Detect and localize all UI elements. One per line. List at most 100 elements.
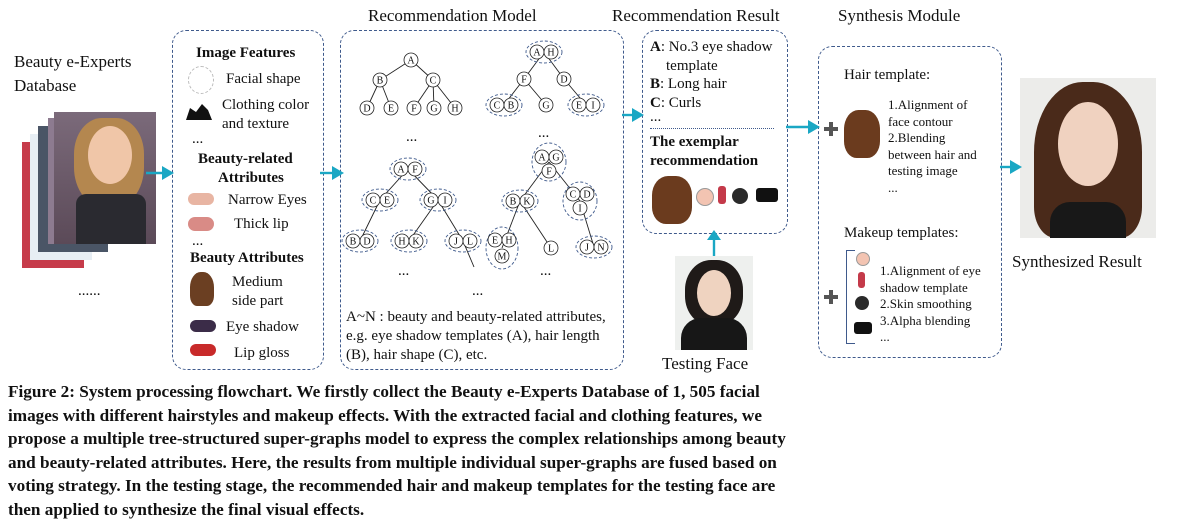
arrow-model-to-result [622, 108, 644, 122]
medium-label-line1: Medium [232, 274, 283, 290]
header-recommendation-model: Recommendation Model [368, 6, 537, 25]
image-features-heading: Image Features [196, 45, 296, 61]
clothing-icon [186, 104, 212, 120]
result-ellipsis: ... [650, 109, 662, 125]
exemplar-blush-icon [696, 188, 714, 206]
hair-icon [190, 272, 214, 306]
tree-node-label: M [498, 252, 507, 263]
tree-node [408, 233, 424, 249]
hair-template-label: Hair template: [844, 67, 931, 83]
tree-node [543, 44, 559, 60]
makeup-lipstick-icon [858, 272, 865, 288]
tree-node-label: D [583, 190, 590, 201]
model-note-line3: (B), hair shape (C), etc. [346, 347, 488, 363]
exemplar-lipstick-icon [718, 186, 726, 204]
tree-node-label: F [521, 75, 527, 86]
tree-node-label: B [508, 101, 515, 112]
narrow-eyes-icon [188, 193, 214, 205]
eye-shadow-icon [190, 320, 216, 332]
tree-node-label: I [578, 204, 581, 215]
tree-node-label: B [510, 197, 517, 208]
model-note-line1: A~N : beauty and beauty-related attribut… [346, 309, 606, 325]
synthesized-result-photo [1020, 78, 1156, 238]
synthesized-result-label: Synthesized Result [1012, 252, 1142, 271]
arrow-database-to-features [146, 166, 174, 180]
makeup-templates-label: Makeup templates: [844, 225, 959, 241]
hair-plus-icon [824, 122, 838, 136]
tree-node-label: G [427, 196, 434, 207]
eye-shadow-label: Eye shadow [226, 319, 299, 335]
caption-line5: voting strategy. In the testing stage, t… [8, 476, 776, 495]
step-item: 2.Skin smoothing [880, 296, 972, 311]
arrow-up-to-result [707, 230, 721, 256]
caption-line3: propose a multiple tree-structured super… [8, 429, 786, 448]
tree-node-label: A [407, 56, 415, 67]
step-item: 1.Alignment of eye [880, 263, 981, 278]
makeup-eyeshadow-icon [854, 322, 872, 334]
tree-node-label: K [523, 197, 531, 208]
features-ellipsis-2: ... [192, 233, 204, 249]
makeup-plus-icon [824, 290, 838, 304]
arrow-result-to-synthesis [786, 120, 820, 134]
tree-node [383, 100, 399, 116]
clothing-label-line2: and texture [222, 116, 290, 132]
lip-gloss-icon [190, 344, 216, 356]
result-b-key: B [650, 76, 661, 92]
step-item: between hair and [888, 146, 977, 162]
tree-node [406, 100, 422, 116]
result-a-text2: template [666, 58, 718, 74]
figure-caption: Figure 2: System processing flowchart. W… [8, 380, 1173, 521]
tree-node [516, 71, 532, 87]
header-recommendation-result: Recommendation Result [612, 6, 780, 25]
tree-node [556, 71, 572, 87]
tree-node-label: I [591, 101, 594, 112]
tree-node [501, 232, 517, 248]
tree-node-label: F [546, 167, 552, 178]
caption-line6: then applied to synthesize the final vis… [8, 499, 365, 519]
tree-node-label: F [411, 104, 417, 115]
tree-node [359, 100, 375, 116]
makeup-blush-icon [856, 252, 870, 266]
tree-node-label: J [585, 243, 589, 254]
result-a-key: A [650, 39, 661, 55]
tree3-ellipsis: ... [398, 263, 410, 279]
tree-node [548, 149, 564, 165]
step-item: 3.Alpha blending [880, 312, 971, 328]
tree-node [372, 72, 388, 88]
result-c-text: : Curls [660, 95, 702, 111]
tree-node [403, 52, 419, 68]
database-ellipsis: ...... [78, 283, 101, 299]
database-title-line1: Beauty e-Experts [14, 52, 132, 71]
tree-node-label: D [363, 237, 370, 248]
exemplar-line2: recommendation [650, 153, 759, 169]
lip-gloss-label: Lip gloss [234, 345, 290, 361]
tree-node-label: D [363, 104, 370, 115]
tree-node-label: C [370, 196, 377, 207]
tree-node [359, 233, 375, 249]
step-item: ... [880, 329, 890, 344]
clothing-label-line1: Clothing color [222, 97, 310, 113]
tree-node-label: E [576, 101, 582, 112]
face-shape-icon [188, 66, 214, 94]
tree-node [437, 192, 453, 208]
tree-node-label: L [548, 244, 554, 255]
tree2-ellipsis: ... [538, 125, 550, 141]
tree-node-label: A [538, 153, 546, 164]
beauty-attributes-heading: Beauty Attributes [190, 250, 304, 266]
synthesis-box [818, 46, 1002, 358]
tree-node-label: B [350, 237, 357, 248]
header-synthesis-module: Synthesis Module [838, 6, 961, 25]
medium-label-line2: side part [232, 293, 284, 309]
step-item: face contour [888, 113, 953, 129]
database-title-line2: Database [14, 76, 77, 95]
features-ellipsis-1: ... [192, 131, 204, 147]
tree-node [503, 97, 519, 113]
tree-node [519, 193, 535, 209]
exemplar-powder-icon [732, 188, 748, 204]
step-item: ... [888, 179, 898, 195]
tree-node [572, 200, 588, 216]
narrow-eyes-label: Narrow Eyes [228, 192, 307, 208]
result-divider [650, 128, 774, 129]
model-note-line2: e.g. eye shadow templates (A), hair leng… [346, 328, 600, 344]
tree-node-label: N [597, 243, 604, 254]
